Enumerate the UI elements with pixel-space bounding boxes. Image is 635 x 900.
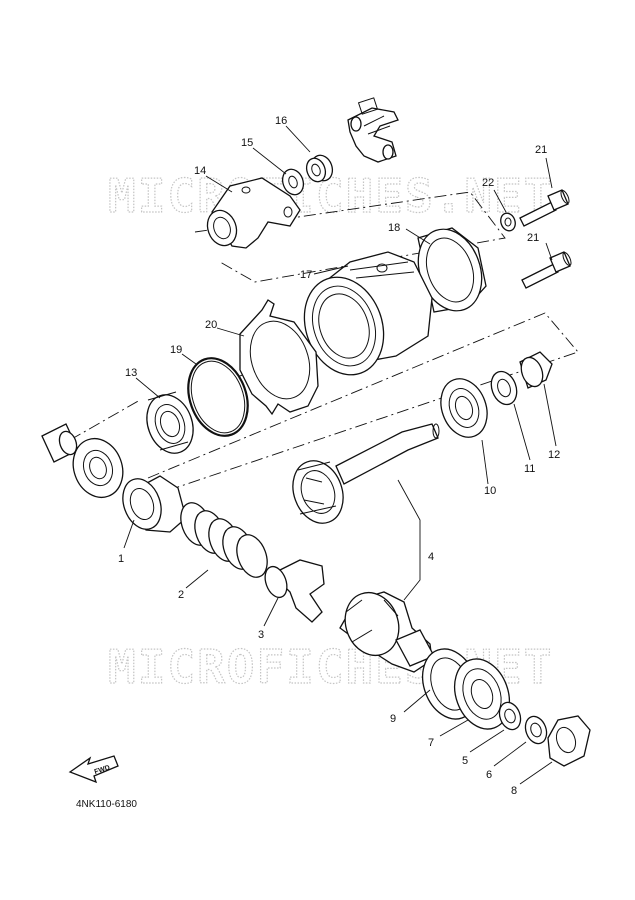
callout-labels: 21 22 21 18 17 16 15 14 20 19 13 1 2 3 4…: [118, 115, 560, 797]
part-7-bearing: [453, 658, 511, 730]
callout-14: 14: [194, 165, 206, 177]
part-22-washer: [500, 212, 516, 232]
callout-4: 4: [428, 551, 434, 563]
part-4-pinion-shaft: [292, 423, 440, 524]
callout-1: 1: [118, 553, 124, 565]
part-12-sleeve: [519, 351, 553, 389]
callout-20: 20: [205, 319, 217, 331]
part-10-bearing: [440, 378, 488, 438]
part-20-shim-plate: [239, 299, 319, 416]
callout-6: 6: [486, 769, 492, 781]
callout-21-upper: 21: [535, 144, 547, 156]
callout-12: 12: [548, 449, 560, 461]
assembly-boundary-lower: [147, 312, 579, 489]
callout-16: 16: [275, 115, 287, 127]
callout-21-lower: 21: [527, 232, 539, 244]
part-5-washer: [498, 701, 522, 731]
part-21-bolt-upper: [519, 189, 570, 227]
part-21-bolt-lower: [521, 251, 572, 289]
callout-18: 18: [388, 222, 400, 234]
part-17-bearing-housing: [303, 251, 433, 376]
part-4-ring-gear: [339, 591, 435, 673]
part-14-yoke: [206, 177, 301, 249]
callout-2: 2: [178, 589, 184, 601]
callout-15: 15: [241, 137, 253, 149]
callout-8: 8: [511, 785, 517, 797]
part-3-cam-follower: [264, 559, 325, 623]
part-19-o-ring: [187, 357, 249, 437]
part-13-bearing: [146, 391, 194, 454]
fwd-label: FWD: [94, 764, 111, 776]
part-2-spring: [180, 502, 268, 578]
callout-3: 3: [258, 629, 264, 641]
part-16-bearing-cup: [305, 154, 334, 183]
part-1-bushing: [122, 475, 187, 533]
callout-19: 19: [170, 344, 182, 356]
part-8-nut: [547, 715, 591, 767]
forward-arrow-icon: FWD: [68, 755, 119, 784]
callout-17: 17: [300, 269, 312, 281]
callout-13: 13: [125, 367, 137, 379]
callout-22: 22: [482, 177, 494, 189]
callout-7: 7: [428, 737, 434, 749]
part-15-washer: [281, 168, 305, 196]
diagram-code: 4NK110-6180: [76, 799, 137, 810]
callout-5: 5: [462, 755, 468, 767]
callout-11: 11: [524, 463, 535, 475]
left-bearing: [72, 437, 124, 499]
assembly-boundary-upper: [194, 191, 506, 283]
part-11-shim: [490, 370, 518, 406]
part-6-lock-washer: [524, 715, 548, 745]
leader-lines: [123, 125, 557, 785]
callout-9: 9: [390, 713, 396, 725]
callout-10: 10: [484, 485, 496, 497]
universal-joint: [347, 97, 399, 163]
